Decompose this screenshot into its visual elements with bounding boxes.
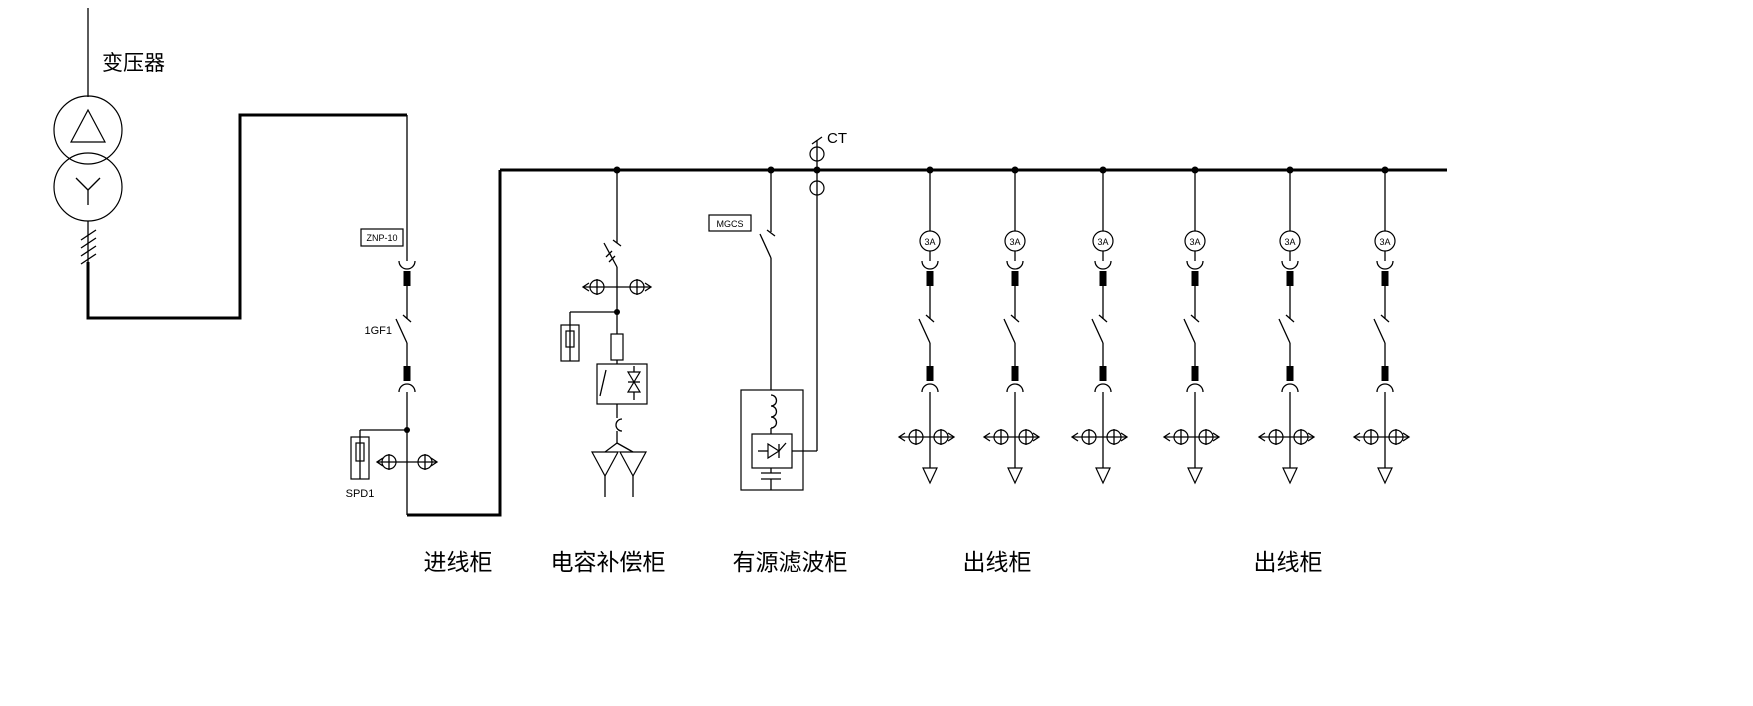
outgoing-cabinet-label-1: 出线柜 xyxy=(963,549,1032,575)
ct-winding-icon xyxy=(809,180,825,196)
mgcs-module-tag: MGCS xyxy=(717,219,744,229)
ct-winding-icon xyxy=(809,146,825,162)
junction-dot xyxy=(813,166,821,174)
feeder-ammeter-label: 3A xyxy=(1284,237,1295,247)
spd-label: SPD1 xyxy=(346,488,375,500)
spd-branch: SPD1 xyxy=(346,429,407,500)
active-filter-column: MGCS xyxy=(708,166,817,491)
transformer-secondary-winding-icon xyxy=(53,152,123,222)
transformer-primary-winding-icon xyxy=(53,95,123,165)
feeder-ammeter-label: 3A xyxy=(924,237,935,247)
active-filter-module xyxy=(740,389,804,491)
incoming-breaker-label: 1GF1 xyxy=(364,325,392,337)
fuse-switch-symbol xyxy=(603,239,622,268)
feeder-column-6 xyxy=(1353,165,1410,484)
cable-termination-icon xyxy=(80,229,97,265)
feeder-ammeter-label: 3A xyxy=(1097,237,1108,247)
feeder-ammeter-label: 3A xyxy=(1379,237,1390,247)
reactor-coil-icon xyxy=(770,394,778,429)
feeder-column-5 xyxy=(1258,165,1315,484)
mgcs-module-tag-box xyxy=(708,214,752,232)
feeder-column-3 xyxy=(1071,165,1128,484)
transformer-label: 变压器 xyxy=(102,52,165,75)
feeder-column-1 xyxy=(898,165,955,484)
thyristor-switch-module xyxy=(596,363,648,405)
contactor-hook-icon xyxy=(615,418,623,432)
arrester-branch xyxy=(560,311,617,362)
transformer-feed-conductor xyxy=(86,113,502,517)
incoming-ct-row xyxy=(375,454,439,470)
filter-isolator-switch xyxy=(759,229,776,259)
delta-winding-icon xyxy=(70,108,106,143)
cabinet-labels: 进线柜 电容补偿柜 有源滤波柜 出线柜 出线柜 xyxy=(424,549,1323,575)
incoming-cabinet-label: 进线柜 xyxy=(424,549,493,575)
incoming-cabinet-column: ZNP-10 1GF1 SPD1 xyxy=(346,115,439,515)
incoming-breaker-symbol: 1GF1 xyxy=(364,260,416,393)
feeder-column-4 xyxy=(1163,165,1220,484)
wye-winding-icon xyxy=(75,177,101,205)
dc-capacitor-icon xyxy=(761,472,781,480)
fuse-symbol xyxy=(610,333,624,361)
outgoing-cabinet-label-2: 出线柜 xyxy=(1254,549,1323,575)
feeder-column-2 xyxy=(983,165,1040,484)
capacitor-cabinet-column xyxy=(560,166,653,497)
feeder-ammeter-label: 3A xyxy=(1189,237,1200,247)
feeder-ammeter-label: 3A xyxy=(1009,237,1020,247)
capacitor-bank-symbol xyxy=(590,442,648,497)
igbt-symbol-icon xyxy=(758,442,787,460)
znp-device-tag: ZNP-10 xyxy=(366,233,397,243)
transformer-symbol: 变压器 xyxy=(53,8,165,265)
outgoing-feeders: 3A 3A 3A 3A 3A 3A xyxy=(898,165,1410,484)
ct-label: CT xyxy=(827,130,847,147)
capacitor-ct-row xyxy=(581,279,653,295)
ct-assembly: CT xyxy=(809,130,847,451)
znp-device-tag-box xyxy=(360,228,404,247)
filter-cabinet-label: 有源滤波柜 xyxy=(733,549,848,575)
capacitor-cabinet-label: 电容补偿柜 xyxy=(551,549,666,575)
